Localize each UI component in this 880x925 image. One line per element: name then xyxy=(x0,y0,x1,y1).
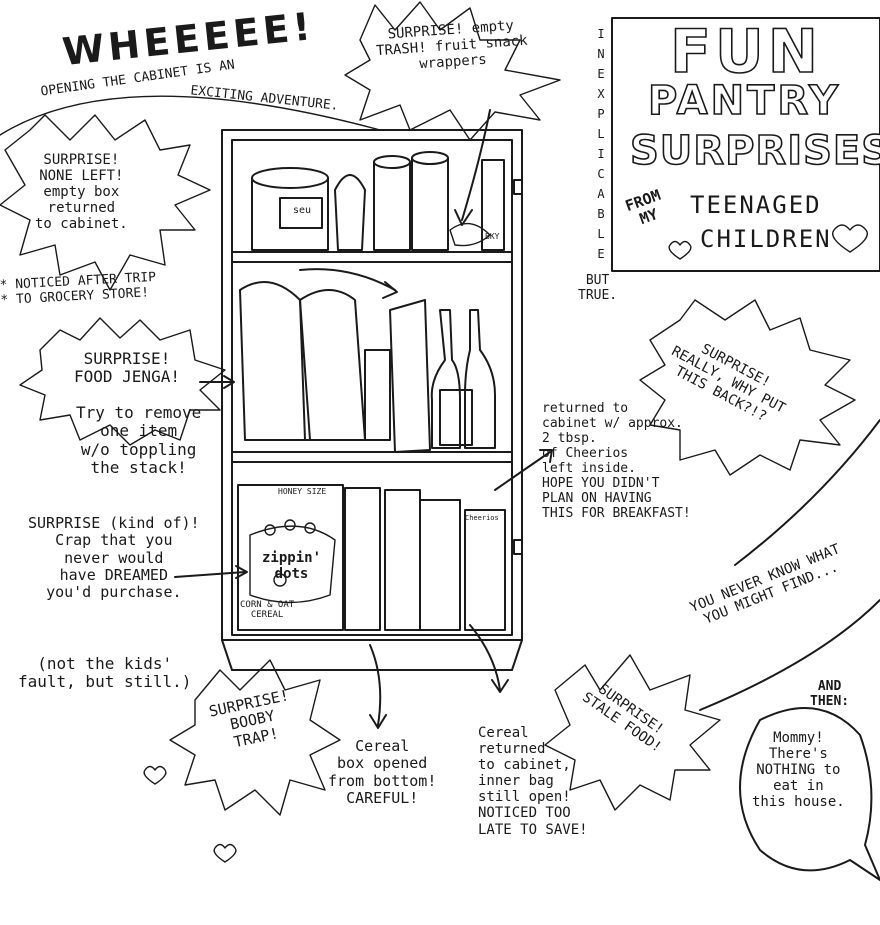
burst-stale xyxy=(544,654,721,811)
note-mommy: Mommy! There's NOTHING to eat in this ho… xyxy=(752,730,845,811)
title-fun: FUN xyxy=(669,17,822,88)
heart-icon xyxy=(213,843,237,863)
burst-trash xyxy=(344,1,561,141)
bag-label: BKY xyxy=(485,232,500,241)
heart-icon xyxy=(668,240,692,260)
title-surprises: SURPRISES xyxy=(629,127,880,175)
ribbon-top-edge xyxy=(734,419,880,566)
title-box xyxy=(611,17,880,272)
speech-bubble xyxy=(739,707,880,881)
burst-none-left xyxy=(0,114,211,291)
note-stale-desc: Cereal returned to cabinet, inner bag st… xyxy=(478,725,588,838)
box-label: zippin' dots xyxy=(262,550,322,583)
note-and-then: AND THEN: xyxy=(810,679,850,709)
can-label: seu xyxy=(293,205,312,216)
title-children: CHILDREN xyxy=(700,225,832,253)
but-true: BUT TRUE. xyxy=(578,273,618,303)
cheerios-box-label: Cheerios xyxy=(465,514,499,522)
top-shelf-items xyxy=(251,151,505,251)
middle-shelf-items xyxy=(239,281,496,453)
pantry-cabinet xyxy=(221,129,523,671)
note-booby-desc: Cereal box opened from bottom! CAREFUL! xyxy=(328,737,437,807)
note-none-left: SURPRISE! NONE LEFT! empty box returned … xyxy=(35,152,128,233)
cereal-label: CORN & OAT CEREAL xyxy=(240,600,295,621)
burst-booby xyxy=(169,659,341,816)
burst-really xyxy=(639,299,856,476)
note-crap: SURPRISE (kind of)! Crap that you never … xyxy=(28,514,200,601)
note-jenga: SURPRISE! FOOD JENGA! xyxy=(74,349,180,387)
ribbon-bottom-edge xyxy=(699,599,880,711)
note-not-kids: (not the kids' fault, but still.) xyxy=(18,654,192,692)
heart-icon xyxy=(143,765,167,785)
note-cheerios: returned to cabinet w/ approx. 2 tbsp. o… xyxy=(542,401,691,521)
title-pantry: PANTRY xyxy=(647,77,841,125)
title-teenaged: TEENAGED xyxy=(690,191,822,219)
shelf-label: HONEY SIZE xyxy=(278,487,327,496)
burst-jenga xyxy=(19,317,226,446)
heart-icon xyxy=(832,224,868,253)
note-jenga-desc: Try to remove one item w/o toppling the … xyxy=(76,403,202,478)
bottom-shelf-items xyxy=(237,484,506,631)
annotation-arrows xyxy=(174,109,553,729)
inexplicable-vertical: INEXPLICABLE xyxy=(597,27,605,261)
